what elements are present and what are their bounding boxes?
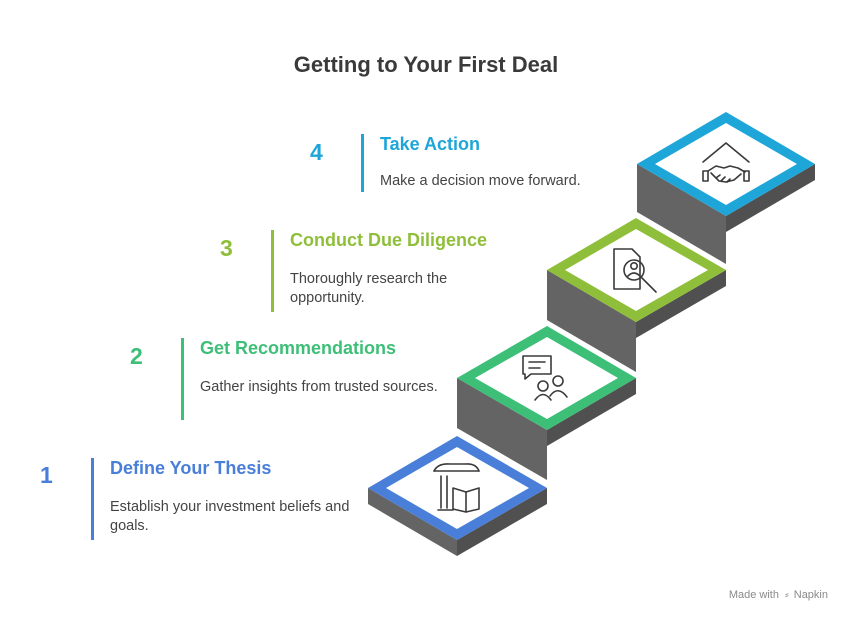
step-1-description: Establish your investment beliefs and go…: [110, 499, 350, 534]
step-2-title: Get Recommendations: [200, 338, 397, 358]
step-3-description: Thoroughly research the opportunity.: [290, 271, 448, 306]
step-4-bar: [361, 134, 364, 192]
stair-block-4: [637, 112, 815, 264]
made-with-napkin-badge: Made with ⸗ Napkin: [729, 589, 828, 601]
brand-name: Napkin: [793, 589, 828, 601]
step-3-title: Conduct Due Diligence: [290, 230, 488, 250]
step-3-number: 3: [220, 235, 233, 261]
step-3-bar: [271, 230, 274, 312]
document-search-icon: [613, 248, 657, 293]
handshake-house-icon: [702, 142, 750, 183]
step-4-number: 4: [310, 139, 323, 165]
step-2-number: 2: [130, 343, 143, 369]
made-with-label: Made with: [728, 589, 779, 601]
step-1-title: Define Your Thesis: [110, 458, 272, 478]
step-4-title: Take Action: [380, 134, 481, 154]
chat-people-icon: [522, 355, 568, 401]
step-2-bar: [181, 338, 184, 420]
stair-block-1: [368, 436, 547, 556]
pillar-book-icon: [433, 463, 480, 513]
stair-block-3: [547, 218, 726, 372]
step-4-description: Make a decision move forward.: [380, 173, 581, 189]
step-1-bar: [91, 458, 94, 540]
step-1-number: 1: [40, 462, 53, 488]
stair-block-2: [457, 326, 636, 480]
page-title: Getting to Your First Deal: [293, 52, 559, 77]
napkin-logo-icon: ⸗: [785, 589, 789, 601]
step-2-description: Gather insights from trusted sources.: [200, 379, 438, 395]
